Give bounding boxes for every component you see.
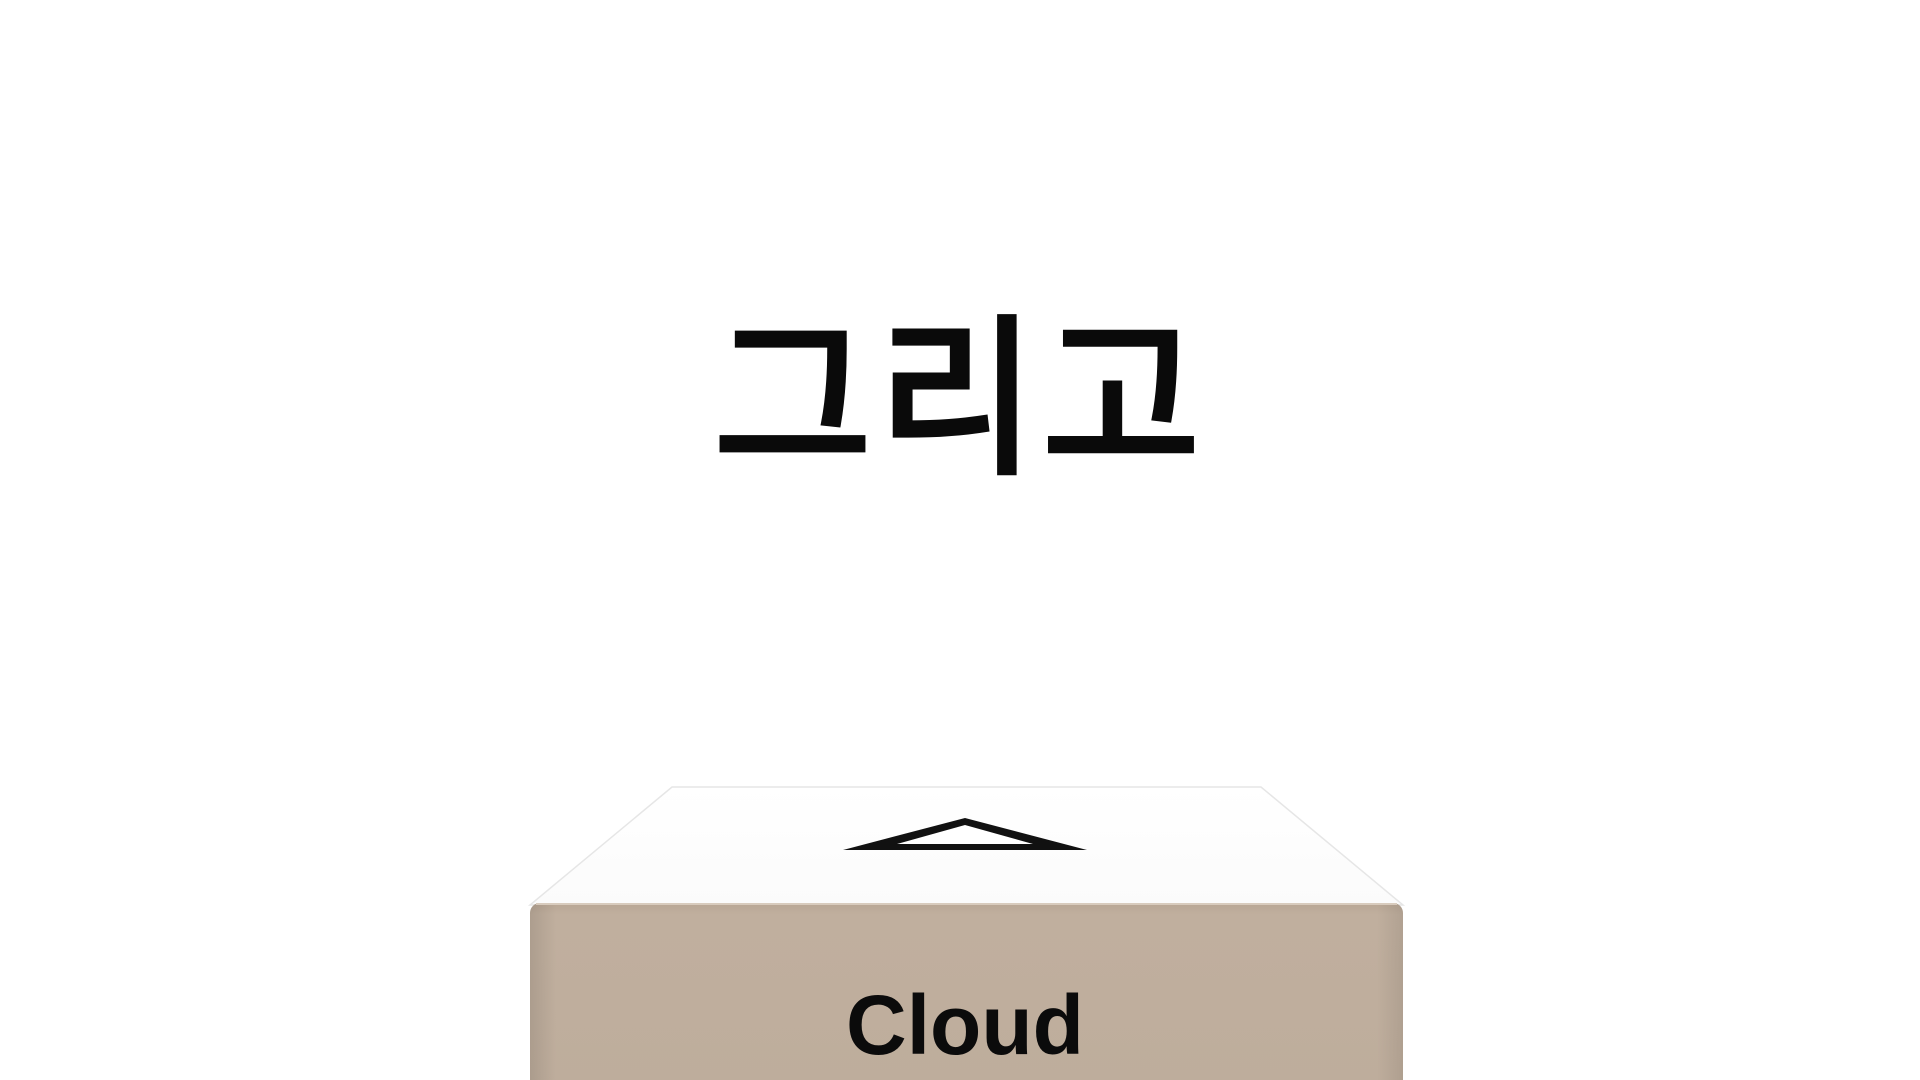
- cloud-label: Cloud: [846, 978, 1084, 1072]
- cloud-box-graphic: [527, 786, 1406, 1080]
- up-triangle-icon[interactable]: [843, 818, 1087, 850]
- headline-text: 그리고: [713, 299, 1207, 500]
- cloud-box[interactable]: Cloud: [520, 770, 1410, 1080]
